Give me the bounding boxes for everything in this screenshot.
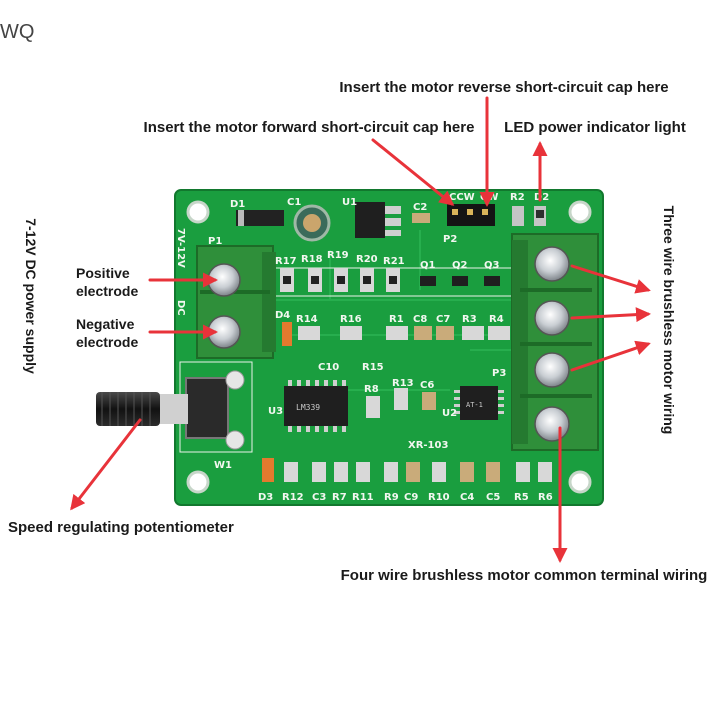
svg-text:LM339: LM339 [296, 403, 320, 412]
svg-text:C7: C7 [436, 314, 450, 325]
svg-text:R6: R6 [538, 492, 553, 503]
svg-text:C6: C6 [420, 380, 434, 391]
mounting-hole [568, 200, 592, 224]
svg-text:C1: C1 [287, 197, 301, 208]
arrow-three-wire-2 [570, 307, 651, 323]
svg-text:R10: R10 [428, 492, 450, 503]
label-positive: Positive [76, 265, 130, 281]
svg-text:U1: U1 [342, 197, 357, 208]
svg-text:R17: R17 [275, 256, 297, 267]
diode-d1: D1 [230, 199, 284, 226]
svg-text:U3: U3 [268, 406, 283, 417]
svg-text:R16: R16 [340, 314, 362, 325]
label-potentiometer: Speed regulating potentiometer [8, 519, 234, 536]
svg-text:R15: R15 [362, 362, 384, 373]
capacitor-c2 [412, 213, 430, 223]
label-forward-cap: Insert the motor forward short-circuit c… [144, 119, 475, 136]
label-reverse-cap: Insert the motor reverse short-circuit c… [339, 79, 668, 96]
transistors-q [420, 276, 500, 286]
label-power-supply: 7-12V DC power supply [23, 218, 39, 374]
ic-u3: LM339 U3 [268, 380, 348, 432]
svg-text:C8: C8 [413, 314, 427, 325]
svg-text:D1: D1 [230, 199, 245, 210]
screw-icon [534, 246, 570, 282]
arrow-three-wire-1 [570, 264, 651, 294]
motor-terminal-p3 [511, 233, 599, 451]
svg-text:C3: C3 [312, 492, 326, 503]
svg-text:R11: R11 [352, 492, 374, 503]
svg-text:P3: P3 [492, 368, 506, 379]
callout-arrows [70, 96, 651, 563]
svg-text:R18: R18 [301, 254, 323, 265]
resistor-row-top [280, 268, 400, 292]
svg-text:R14: R14 [296, 314, 318, 325]
mounting-hole [186, 200, 210, 224]
svg-text:Q2: Q2 [452, 260, 468, 271]
label-four-wire: Four wire brushless motor common termina… [341, 567, 708, 584]
svg-text:R1: R1 [389, 314, 404, 325]
svg-text:Q3: Q3 [484, 260, 500, 271]
svg-text:R8: R8 [364, 384, 379, 395]
mounting-hole [568, 470, 592, 494]
component-group-r8-r13-c6 [366, 388, 436, 418]
svg-text:C9: C9 [404, 492, 418, 503]
svg-text:D2: D2 [534, 192, 549, 203]
svg-text:C4: C4 [460, 492, 474, 503]
svg-text:R20: R20 [356, 254, 378, 265]
svg-text:R12: R12 [282, 492, 304, 503]
component-row-bottom [262, 458, 552, 482]
label-three-wire: Three wire brushless motor wiring [661, 206, 677, 435]
mounting-hole [186, 470, 210, 494]
svg-text:D3: D3 [258, 492, 273, 503]
potentiometer-w1: W1 [96, 370, 245, 471]
label-negative-2: electrode [76, 334, 138, 350]
label-positive-2: electrode [76, 283, 138, 299]
regulator-u1: U1 [342, 197, 401, 238]
svg-text:DC: DC [175, 300, 186, 316]
svg-text:R7: R7 [332, 492, 347, 503]
svg-text:R9: R9 [384, 492, 399, 503]
svg-text:C5: C5 [486, 492, 500, 503]
svg-text:D4: D4 [275, 310, 290, 321]
arrow-forward-cap [371, 138, 455, 206]
screw-icon [534, 406, 570, 442]
svg-text:CW: CW [480, 192, 498, 203]
svg-text:R13: R13 [392, 378, 414, 389]
svg-text:AT-1: AT-1 [466, 401, 483, 409]
svg-text:R3: R3 [462, 314, 477, 325]
label-negative: Negative [76, 316, 135, 332]
ic-u2: AT-1 U2 [442, 386, 504, 420]
svg-text:R4: R4 [489, 314, 504, 325]
svg-text:CCW: CCW [449, 192, 475, 203]
svg-text:C10: C10 [318, 362, 339, 373]
svg-text:P2: P2 [443, 234, 457, 245]
watermark: WQ [0, 21, 34, 43]
power-terminal-p1: P1 7V-12V DC [175, 228, 276, 359]
screw-icon [534, 300, 570, 336]
arrow-three-wire-3 [570, 340, 651, 372]
svg-text:R2: R2 [510, 192, 525, 203]
capacitor-c1: C1 [287, 197, 331, 242]
svg-text:7V-12V: 7V-12V [175, 228, 186, 268]
svg-text:U2: U2 [442, 408, 457, 419]
label-led: LED power indicator light [504, 119, 686, 136]
screw-icon [534, 352, 570, 388]
component-row-middle [282, 322, 510, 346]
svg-text:W1: W1 [214, 460, 232, 471]
svg-text:Q1: Q1 [420, 260, 436, 271]
board-model: XR-103 [408, 440, 448, 451]
svg-text:R21: R21 [383, 256, 405, 267]
svg-text:P1: P1 [208, 236, 222, 247]
svg-text:C2: C2 [413, 202, 427, 213]
svg-text:R5: R5 [514, 492, 529, 503]
knob-icon [96, 392, 160, 426]
svg-text:R19: R19 [327, 250, 349, 261]
arrow-potentiometer [70, 418, 142, 511]
led-d2: R2 D2 [510, 192, 549, 226]
